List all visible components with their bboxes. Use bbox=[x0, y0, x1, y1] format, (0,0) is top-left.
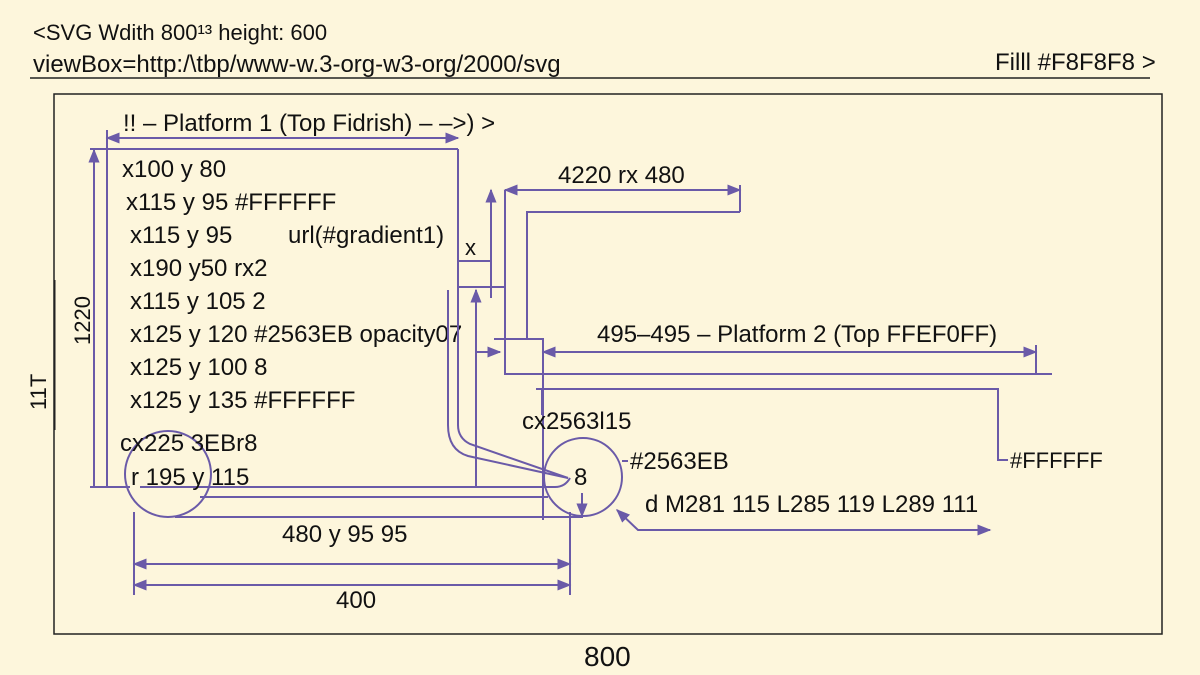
platform2-title: 495–495 – Platform 2 (Top FFEF0FF) bbox=[597, 321, 997, 348]
canvas-width-label: 800 bbox=[584, 641, 631, 672]
platform2-connector-box bbox=[494, 338, 544, 520]
x-label: x bbox=[465, 235, 476, 260]
canvas-frame bbox=[53, 93, 1163, 635]
upper-bracket bbox=[526, 211, 740, 340]
path-arrow bbox=[615, 509, 992, 536]
header-fill-label: Filll #F8F8F8 > bbox=[995, 49, 1156, 76]
platform1-line-3: x115 y 95 bbox=[130, 222, 232, 249]
circle-right-top-label: cx2563l15 bbox=[522, 408, 631, 435]
bottom-outer-dimension-label: 400 bbox=[336, 587, 376, 614]
circle-right-center-label: 8 bbox=[574, 464, 587, 491]
top-right-dimension-label: 4220 rx 480 bbox=[558, 162, 685, 189]
platform2-fill-label: #FFFFFF bbox=[1010, 448, 1103, 473]
platform1-line-7: x125 y 100 8 bbox=[130, 354, 267, 381]
circle-left-label-2: r 195 y 115 bbox=[131, 464, 249, 491]
left-inner-dimension-label: 1220 bbox=[70, 296, 95, 345]
platform1-line-8: x125 y 135 #FFFFFF bbox=[130, 387, 355, 414]
circle-right-color-label: #2563EB bbox=[630, 448, 729, 475]
rail-top bbox=[140, 477, 571, 488]
circle-right-path-label: d M281 115 L285 119 L289 111 bbox=[645, 491, 978, 518]
platform2-outer-line bbox=[504, 190, 1052, 375]
header-line-1: <SVG Wdith 800¹³ height: 600 bbox=[33, 20, 327, 45]
left-outer-dimension-label: 11T bbox=[26, 374, 51, 410]
platform1-line-4: x190 y50 rx2 bbox=[130, 255, 267, 282]
bottom-inner-dimension-label: 480 y 95 95 bbox=[282, 521, 407, 548]
circle-left-label-1: cx225 3EBr8 bbox=[120, 430, 257, 457]
platform1-gradient-label: url(#gradient1) bbox=[288, 222, 444, 249]
platform2-fill-leader bbox=[536, 388, 1008, 461]
platform1-line-2: x115 y 95 #FFFFFF bbox=[126, 189, 336, 216]
platform1-line-5: x115 y 105 2 bbox=[130, 288, 266, 315]
circle-left bbox=[124, 430, 212, 518]
curved-connector-inner bbox=[447, 290, 569, 479]
curved-connector-outer bbox=[457, 290, 569, 479]
header-line-2: viewBox=http:/\tbp/www-w.3-org-w3-org/20… bbox=[33, 51, 561, 78]
platform1-line-1: x100 y 80 bbox=[122, 156, 226, 183]
platform1-line-6: x125 y 120 #2563EB opacity07 bbox=[130, 321, 462, 348]
platform1-title: !! – Platform 1 (Top Fidrish) – –>) > bbox=[123, 110, 495, 137]
